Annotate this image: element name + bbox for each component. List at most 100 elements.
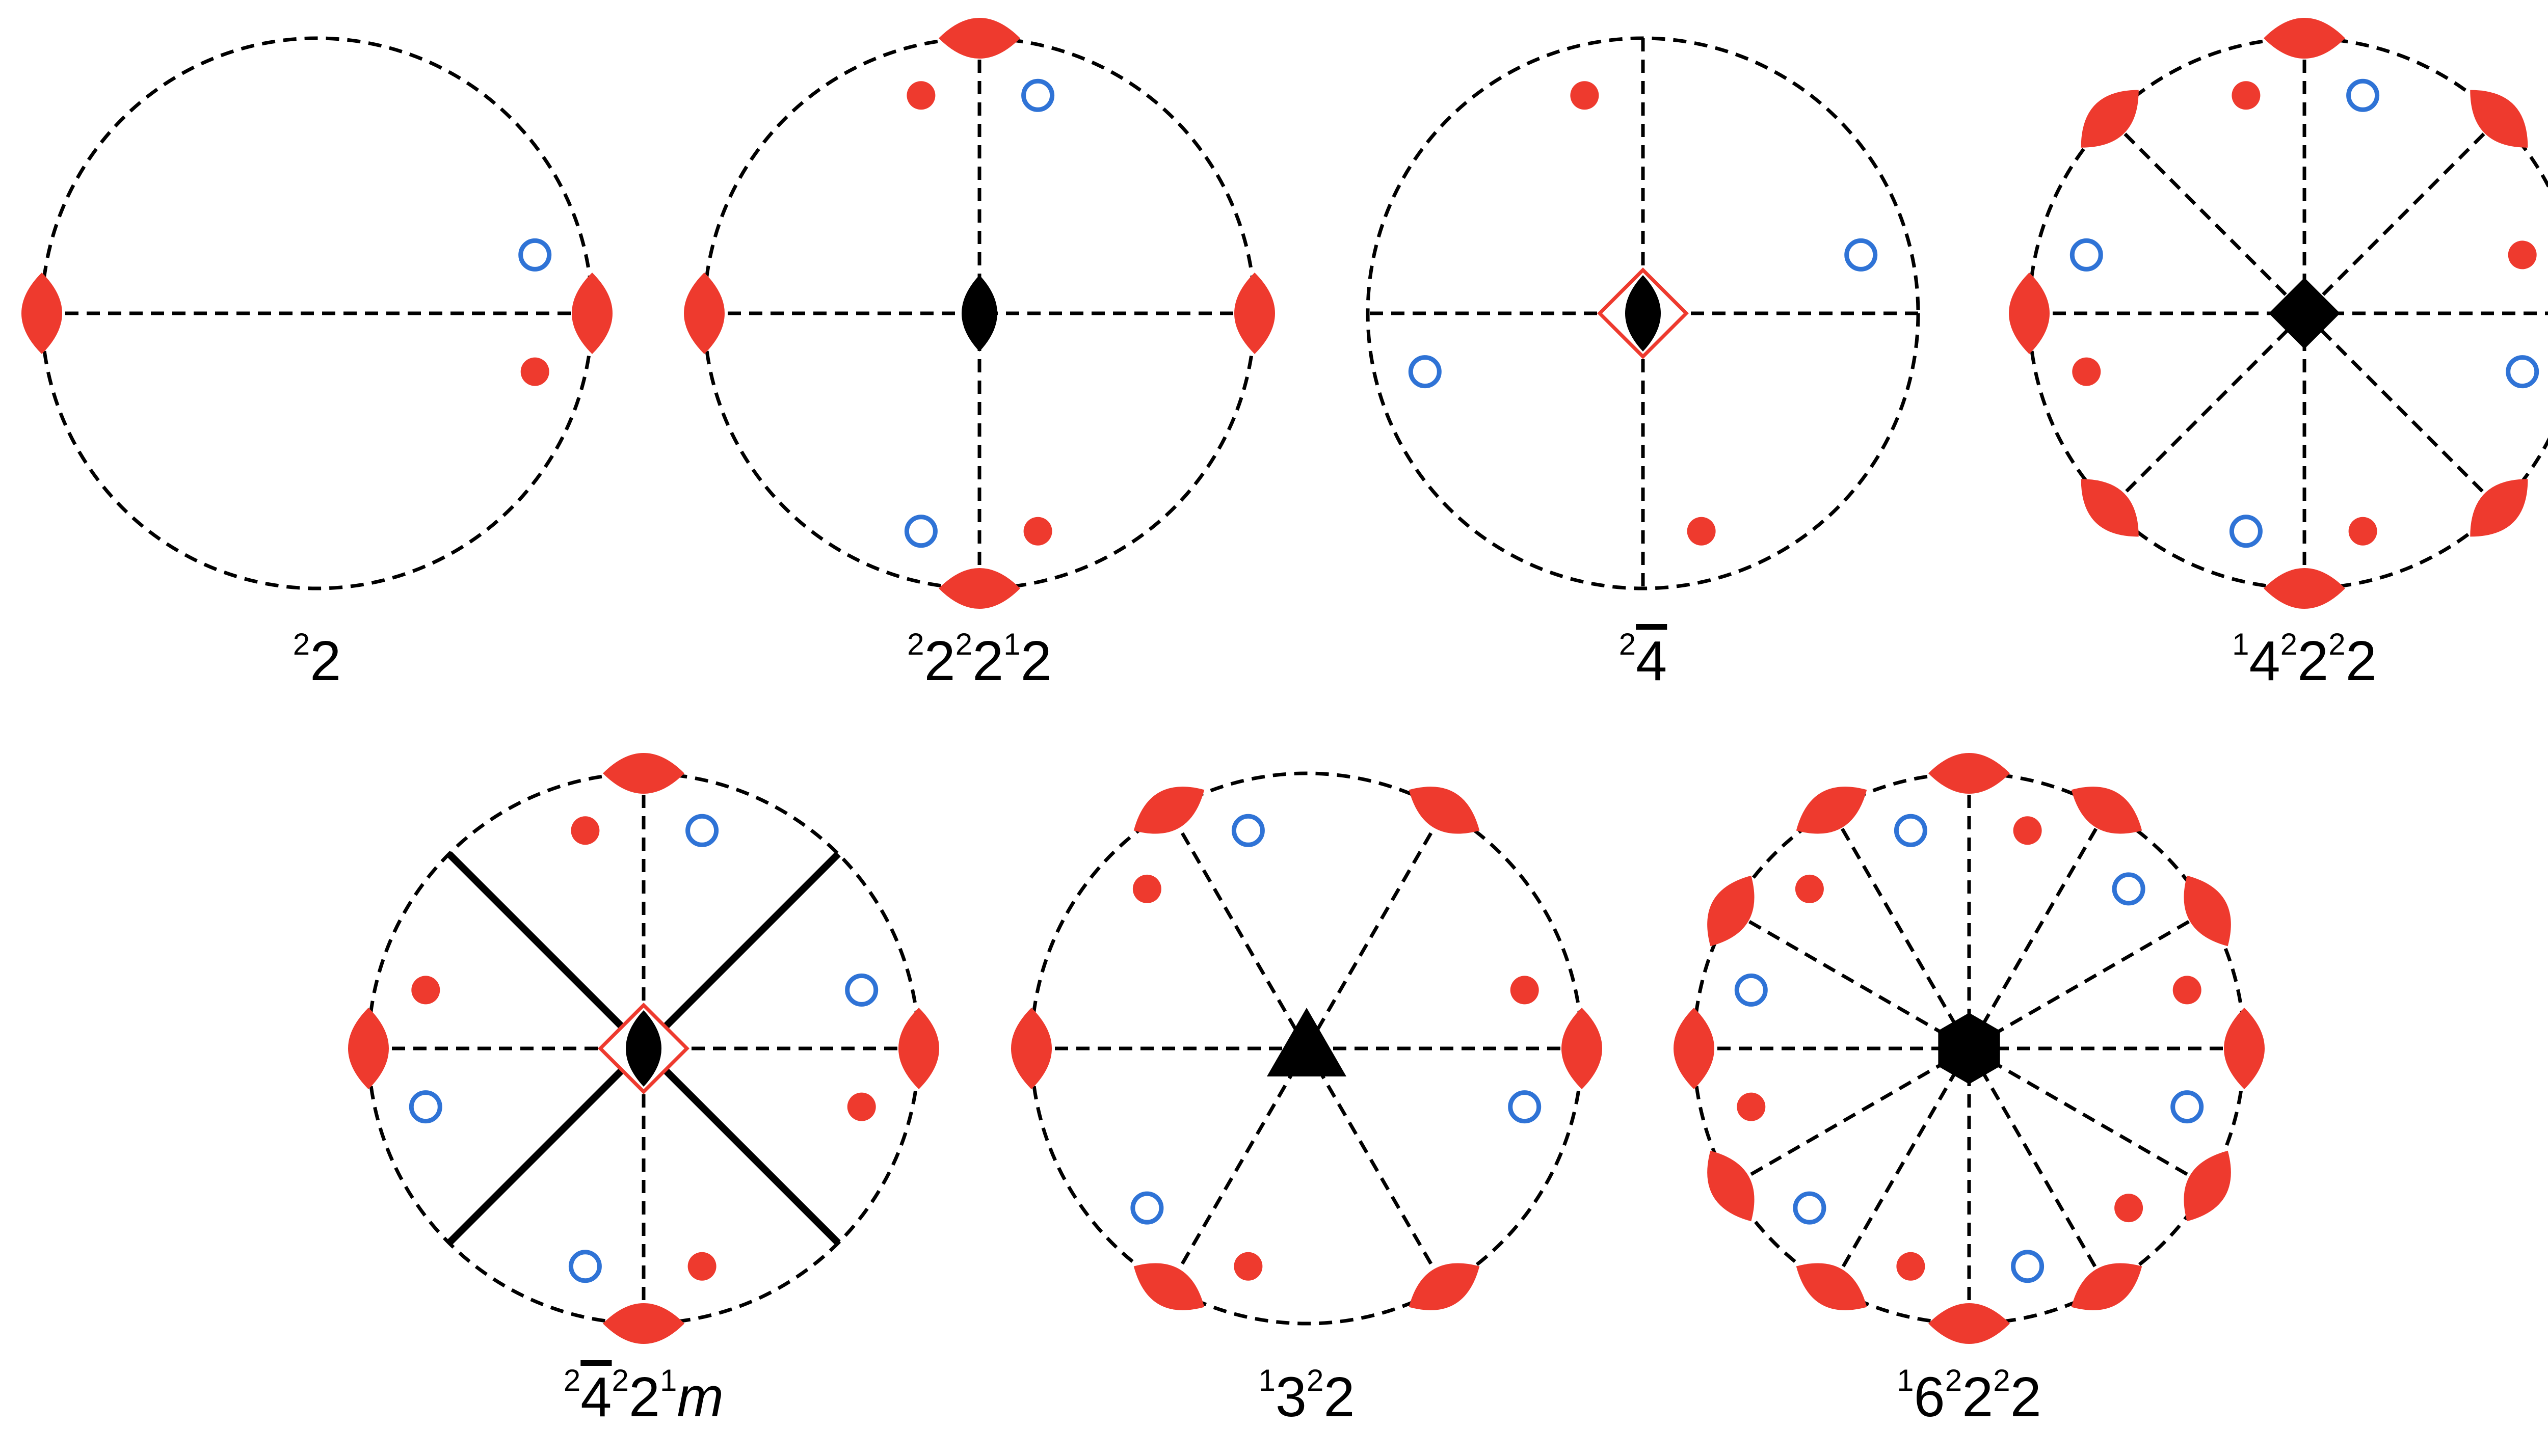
dashed-diameter — [2108, 117, 2501, 509]
projection-g3: 24 — [1366, 36, 1920, 692]
filled-red-dot-icon — [520, 357, 549, 386]
filled-red-dot-icon — [2114, 1194, 2143, 1223]
two-fold-axis-lens-icon — [898, 1008, 939, 1089]
dashed-radius — [1167, 809, 1309, 1049]
filled-red-dot-icon — [2013, 816, 2042, 845]
filled-red-dot-icon — [1510, 976, 1539, 1005]
four-fold-axis-square-icon — [2269, 278, 2340, 349]
two-fold-axis-lens-icon — [1409, 787, 1480, 834]
two-fold-axis-lens-icon — [2009, 273, 2050, 354]
filled-red-dot-icon — [2172, 976, 2201, 1005]
dashed-radius — [1167, 1047, 1309, 1288]
open-blue-circle-icon — [1844, 238, 1878, 272]
group-label: 22 — [293, 627, 341, 692]
two-fold-axis-lens-icon — [2071, 1263, 2142, 1310]
filled-red-dot-icon — [847, 1092, 876, 1121]
filled-red-dot-icon — [2072, 357, 2101, 386]
label-symbol: 4 — [1636, 630, 1667, 692]
filled-red-dot-icon — [1795, 874, 1824, 903]
two-fold-axis-lens-icon — [21, 273, 62, 354]
filled-red-dot-icon — [1570, 81, 1599, 110]
label-symbol: m — [677, 1366, 724, 1428]
two-fold-axis-lens-icon — [2224, 1008, 2265, 1089]
projection-g7: 162222 — [1674, 753, 2265, 1428]
three-fold-axis-triangle-icon — [1267, 1008, 1346, 1076]
label-superscript: 2 — [564, 1363, 580, 1397]
two-fold-axis-lens-icon — [2184, 875, 2231, 947]
open-blue-circle-icon — [1408, 355, 1442, 389]
primitive-circle — [40, 36, 594, 590]
label-superscript: 1 — [1897, 1363, 1914, 1397]
filled-red-dot-icon — [1234, 1252, 1263, 1281]
dashed-radius — [1305, 809, 1446, 1049]
open-blue-circle-icon — [845, 973, 879, 1007]
projection-g6: 1322 — [1011, 771, 1602, 1428]
label-superscript: 2 — [2280, 627, 2297, 661]
label-symbol: 2 — [629, 1366, 660, 1428]
two-fold-axis-lens-icon — [2264, 18, 2345, 59]
two-fold-axis-lens-icon — [939, 18, 1020, 59]
two-fold-axis-lens-icon — [572, 273, 613, 354]
group-label: 162222 — [1897, 1363, 2041, 1428]
open-blue-circle-icon — [685, 814, 719, 847]
group-label: 222212 — [907, 627, 1052, 692]
two-fold-axis-black-lens-icon — [626, 1010, 661, 1087]
open-blue-circle-icon — [2011, 1250, 2045, 1283]
open-blue-circle-icon — [1508, 1090, 1542, 1124]
two-fold-axis-lens-icon — [1409, 1263, 1480, 1310]
open-blue-circle-icon — [2229, 515, 2263, 548]
open-blue-circle-icon — [409, 1090, 442, 1124]
label-superscript: 1 — [2232, 627, 2249, 661]
label-superscript: 2 — [293, 627, 310, 661]
filled-red-dot-icon — [411, 976, 440, 1005]
two-fold-axis-lens-icon — [603, 1303, 684, 1344]
open-blue-circle-icon — [1231, 814, 1265, 847]
filled-red-dot-icon — [1023, 517, 1052, 546]
label-symbol: 4 — [580, 1366, 612, 1428]
open-blue-circle-icon — [2346, 78, 2380, 112]
dashed-diameter — [1730, 909, 2209, 1188]
group-label: 24221m — [564, 1363, 724, 1428]
two-fold-axis-lens-icon — [1133, 787, 1205, 834]
dashed-diameter — [2108, 117, 2501, 509]
six-fold-axis-hexagon-icon — [1938, 1013, 2000, 1084]
dashed-diameter — [1730, 909, 2209, 1188]
dashed-diameter — [1829, 809, 2109, 1288]
filled-red-dot-icon — [2508, 240, 2537, 269]
filled-red-dot-icon — [571, 816, 600, 845]
label-symbol: 2 — [310, 630, 341, 692]
two-fold-axis-lens-icon — [2071, 787, 2142, 834]
label-superscript: 1 — [1258, 1363, 1275, 1397]
two-fold-axis-lens-icon — [1674, 1008, 1714, 1089]
label-superscript: 1 — [660, 1363, 677, 1397]
two-fold-axis-lens-icon — [1796, 1263, 1867, 1310]
label-symbol: 2 — [2297, 630, 2328, 692]
filled-red-dot-icon — [2348, 517, 2377, 546]
two-fold-axis-lens-icon — [348, 1008, 389, 1089]
two-fold-axis-lens-icon — [1707, 1150, 1755, 1222]
two-fold-axis-lens-icon — [1011, 1008, 1052, 1089]
label-superscript: 2 — [1307, 1363, 1323, 1397]
label-symbol: 2 — [2010, 1366, 2041, 1428]
open-blue-circle-icon — [518, 238, 552, 272]
two-fold-axis-lens-icon — [2184, 1150, 2231, 1222]
group-label: 24 — [1619, 627, 1667, 692]
open-blue-circle-icon — [2170, 1090, 2204, 1124]
label-symbol: 2 — [972, 630, 1003, 692]
open-blue-circle-icon — [1793, 1191, 1826, 1225]
filled-red-dot-icon — [1687, 517, 1716, 546]
label-symbol: 2 — [2346, 630, 2377, 692]
label-superscript: 1 — [1003, 627, 1020, 661]
open-blue-circle-icon — [904, 515, 938, 548]
projection-g5: 24221m — [348, 753, 939, 1428]
open-blue-circle-icon — [1894, 814, 1927, 847]
two-fold-axis-lens-icon — [939, 568, 1020, 609]
two-fold-axis-lens-icon — [1928, 753, 2010, 794]
open-blue-circle-icon — [2112, 872, 2145, 906]
two-fold-axis-lens-icon — [1133, 1263, 1205, 1310]
label-superscript: 2 — [1993, 1363, 2010, 1397]
two-fold-axis-black-lens-icon — [962, 275, 997, 352]
two-fold-axis-lens-icon — [1796, 787, 1867, 834]
label-symbol: 4 — [2249, 630, 2280, 692]
two-fold-axis-lens-icon — [1707, 875, 1755, 947]
